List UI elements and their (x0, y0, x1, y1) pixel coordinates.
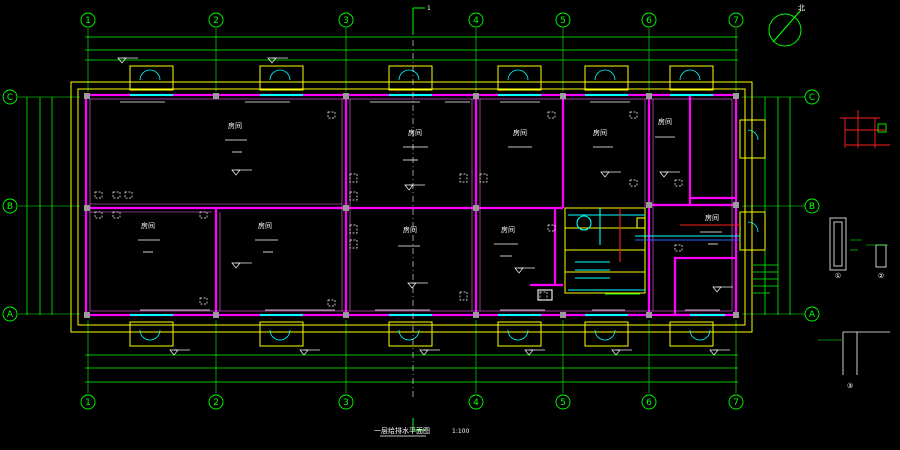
room-name: 房间 (705, 213, 719, 222)
room-name: 房间 (141, 221, 155, 230)
system-diagram (840, 110, 890, 148)
axis-col-label: 3 (343, 398, 349, 408)
axis-row-label: C (7, 93, 13, 103)
axis-col-label: 6 (646, 16, 652, 26)
drawing-title: 一层给排水平面图 (374, 426, 430, 435)
north-label: 北 (798, 4, 805, 12)
north-arrow: 北 (768, 4, 805, 47)
drawing-scale: 1:100 (452, 428, 469, 435)
axis-row-label: A (809, 310, 816, 320)
room-name: 房间 (593, 128, 607, 137)
detail-label: ③ (847, 382, 853, 390)
axis-row-label: C (809, 93, 815, 103)
axis-col-label: 1 (85, 16, 91, 26)
detail-hatching (818, 239, 888, 341)
door-swings (139, 69, 759, 341)
building-outline (70, 65, 766, 347)
axis-row-label: B (7, 202, 13, 212)
axis-col-label: 7 (733, 16, 739, 26)
column-markers (84, 93, 739, 318)
detail-labels: ① ② ③ (835, 272, 884, 390)
section-mark-label: 1 (427, 5, 431, 12)
room-name: 房间 (403, 225, 417, 234)
pipe-layer (537, 208, 740, 301)
axis-bubble-labels: 1 2 3 4 5 6 7 1 2 3 4 5 6 7 C B A C B A (7, 16, 816, 408)
wall-inner-lines (89, 98, 733, 312)
room-name: 房间 (513, 128, 527, 137)
axis-col-label: 4 (473, 398, 479, 408)
axis-col-label: 1 (85, 398, 91, 408)
annotation-dashes (120, 101, 722, 311)
axis-row-label: A (7, 310, 14, 320)
axis-col-label: 3 (343, 16, 349, 26)
room-name: 房间 (408, 128, 422, 137)
room-name: 房间 (258, 221, 272, 230)
axis-row-label: B (809, 202, 815, 212)
window-segments (130, 94, 725, 316)
axis-col-label: 4 (473, 16, 479, 26)
elevation-markers (117, 57, 733, 356)
axis-col-label: 7 (733, 398, 739, 408)
section-mark (412, 7, 425, 431)
detail-label: ② (878, 272, 884, 280)
room-name: 房间 (658, 117, 672, 126)
room-name: 房间 (228, 121, 242, 130)
room-name: 房间 (501, 225, 515, 234)
room-labels: 房间 房间 房间 房间 房间 房间 房间 房间 房间 房间 (141, 117, 719, 234)
detail-label: ① (835, 272, 841, 280)
fixture-boxes (94, 111, 683, 307)
axis-bubbles (2, 12, 820, 410)
axis-col-label: 6 (646, 398, 652, 408)
axis-col-label: 2 (213, 398, 219, 408)
axis-col-label: 5 (560, 16, 566, 26)
pipe-legend-lines (753, 264, 778, 294)
axis-col-label: 5 (560, 398, 566, 408)
axis-col-label: 2 (213, 16, 219, 26)
title-block: 一层给排水平面图 1:100 (374, 426, 469, 437)
